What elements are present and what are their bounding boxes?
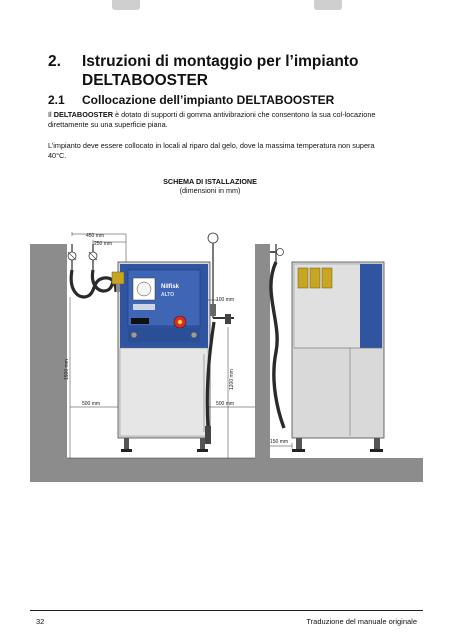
dim-250 — [92, 240, 126, 244]
left-wall — [30, 244, 67, 458]
hoses-left — [69, 269, 119, 299]
dim-250-label: 250 mm — [94, 241, 112, 247]
inlet-fitting — [111, 271, 125, 292]
paragraph-rubber-supports: Il DELTABOOSTER è dotato di supporti di … — [48, 110, 388, 130]
booster-unit-side — [291, 261, 385, 452]
paragraph-frost-location: L’impianto deve essere collocato in loca… — [48, 141, 375, 160]
p1-product-name: DELTABOOSTER — [53, 110, 114, 119]
dim-1200-label: 1200 mm — [229, 369, 235, 390]
panel-model: ALTO — [161, 292, 174, 298]
section-number: 2. — [48, 53, 61, 70]
dim-150 — [270, 443, 293, 449]
subsection-number: 2.1 — [48, 93, 65, 107]
figure-title: SCHEMA DI ISTALLAZIONE — [163, 177, 257, 186]
p1-rest: è dotato di supporti di gomma antivibraz… — [48, 110, 376, 129]
footer-divider — [30, 610, 423, 611]
footer-text: Traduzione del manuale originale — [306, 617, 417, 626]
hose-side — [269, 261, 286, 429]
wall-taps-side — [270, 244, 284, 262]
dim-100 — [208, 277, 218, 301]
page-number: 32 — [36, 617, 45, 626]
lance-assembly — [205, 232, 234, 444]
dim-450-label: 450 mm — [86, 233, 104, 239]
water-taps — [67, 244, 98, 272]
right-wall — [255, 244, 270, 458]
figure-subtitle: (dimensioni in mm) — [179, 186, 241, 195]
section-title-line2: DELTABOOSTER — [82, 72, 209, 89]
dim-500-right-label: 500 mm — [216, 401, 234, 407]
p1-prefix: Il — [48, 110, 54, 119]
binder-grip-left — [112, 0, 140, 10]
dim-450 — [71, 232, 126, 236]
floor — [30, 458, 423, 482]
binder-grip-right — [314, 0, 342, 10]
section-title-line1: Istruzioni di montaggio per l’impianto — [82, 53, 359, 70]
dim-150-label: 150 mm — [270, 439, 288, 445]
installation-diagram: 450 mm 250 mm Nilfisk ALTO — [30, 232, 423, 482]
dim-100-label: 100 mm — [216, 297, 234, 303]
subsection-title: Collocazione dell’impianto DELTABOOSTER — [82, 93, 335, 107]
panel-brand: Nilfisk — [161, 284, 180, 290]
dim-1500-label: 1500 mm — [64, 359, 70, 380]
figure-caption: SCHEMA DI ISTALLAZIONE (dimensioni in mm… — [150, 177, 270, 195]
dim-500-left-label: 500 mm — [82, 401, 100, 407]
booster-unit-front: Nilfisk ALTO — [117, 261, 211, 452]
